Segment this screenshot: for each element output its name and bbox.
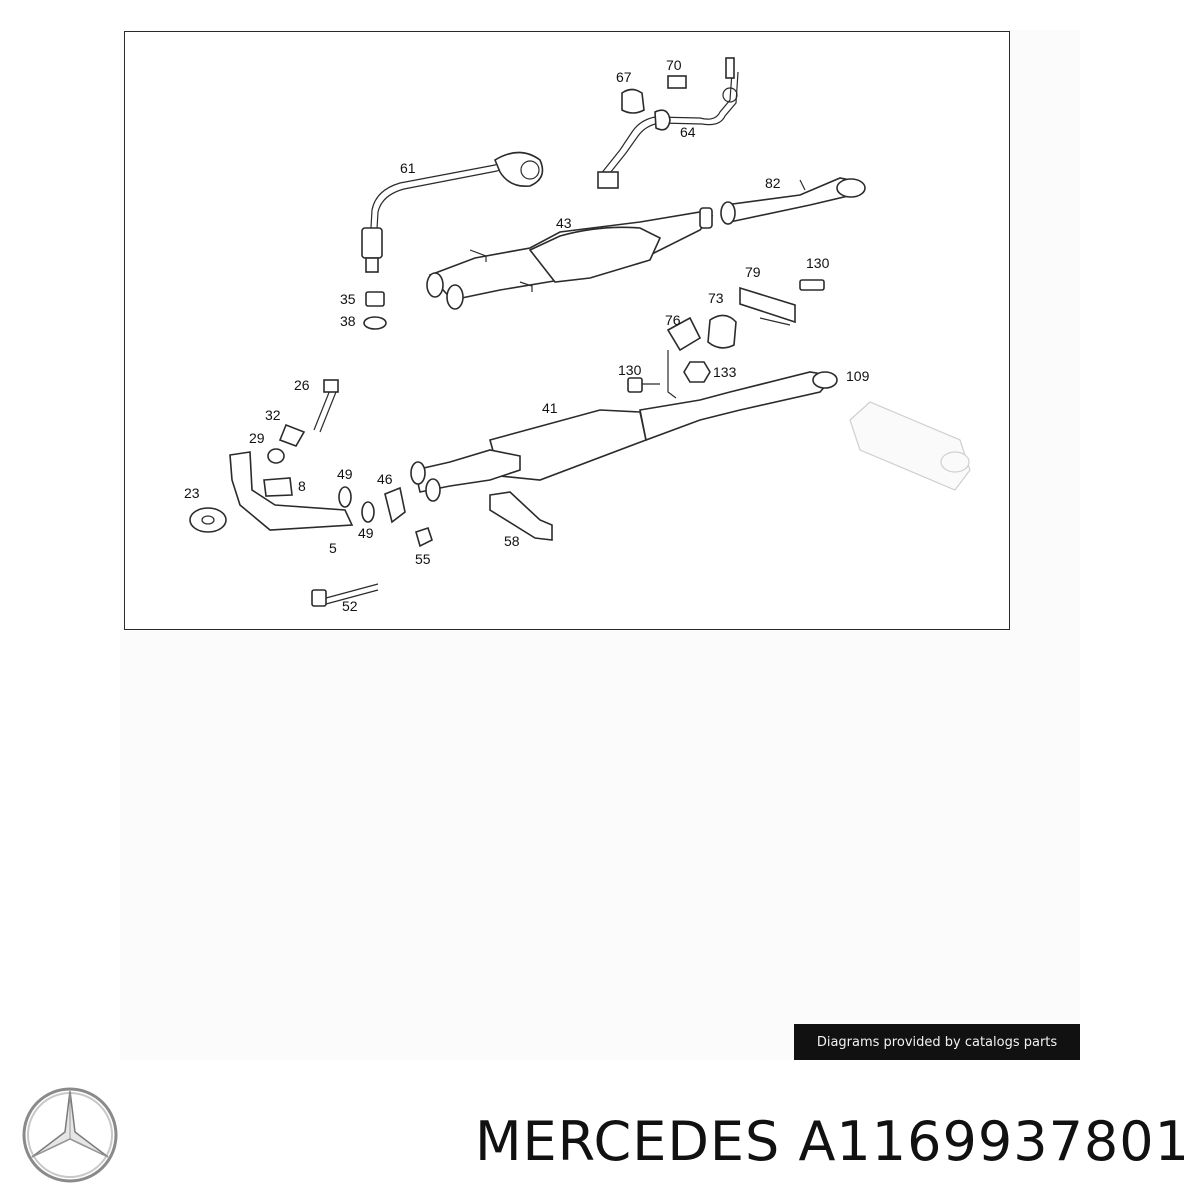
- part-49-46-gaskets: [338, 486, 406, 524]
- part-26-32-29-bolt-spring: [267, 379, 339, 464]
- brand-name: MERCEDES: [474, 1110, 781, 1173]
- part-43-front-pipe: [426, 207, 714, 310]
- callout-49-top: 49: [337, 466, 353, 482]
- callout-61: 61: [400, 160, 416, 176]
- exhaust-system-diagram: 61 67 70 64 82 43 79 130 35 38 76 73 130…: [184, 57, 971, 614]
- part-number: A1169937801: [798, 1110, 1190, 1173]
- callout-49-bottom: 49: [358, 525, 374, 541]
- callout-26: 26: [294, 377, 310, 393]
- part-41-rear-pipe: [410, 371, 838, 502]
- callout-130-top: 130: [806, 255, 830, 271]
- callout-58: 58: [504, 533, 520, 549]
- part-61-oxygen-sensor: [361, 151, 544, 273]
- callout-29: 29: [249, 430, 265, 446]
- callout-46: 46: [377, 471, 393, 487]
- rear-muffler-ghost: [849, 401, 971, 491]
- part-79-bracket: [739, 279, 825, 326]
- mercedes-star-icon: [22, 1087, 118, 1183]
- callout-43: 43: [556, 215, 572, 231]
- part-82-connecting-pipe: [720, 177, 866, 225]
- part-58-heat-shield: [489, 491, 553, 541]
- callout-23: 23: [184, 485, 200, 501]
- callout-labels: 61 67 70 64 82 43 79 130 35 38 76 73 130…: [184, 57, 870, 614]
- callout-79: 79: [745, 264, 761, 280]
- callout-32: 32: [265, 407, 281, 423]
- part-64-sensor: [597, 57, 739, 189]
- callout-35: 35: [340, 291, 356, 307]
- callout-70: 70: [666, 57, 682, 73]
- part-35-38-plug-washer: [363, 291, 387, 330]
- callout-5: 5: [329, 540, 337, 556]
- part-5-manifold-pipe: [189, 451, 354, 533]
- part-55-52-nut-bolt: [311, 526, 433, 607]
- callout-8: 8: [298, 478, 306, 494]
- callout-55: 55: [415, 551, 431, 567]
- part-title: MERCEDES A1169937801: [380, 1110, 1190, 1173]
- callout-38: 38: [340, 313, 356, 329]
- callout-67: 67: [616, 69, 632, 85]
- callout-76: 76: [665, 312, 681, 328]
- callout-109: 109: [846, 368, 870, 384]
- callout-52: 52: [342, 598, 358, 614]
- callout-82: 82: [765, 175, 781, 191]
- part-76-hanger: [627, 314, 737, 399]
- callout-133: 133: [713, 364, 737, 380]
- callout-130-mid: 130: [618, 362, 642, 378]
- catalog-credit-banner: Diagrams provided by catalogs parts: [794, 1024, 1080, 1060]
- callout-73: 73: [708, 290, 724, 306]
- callout-64: 64: [680, 124, 696, 140]
- callout-41: 41: [542, 400, 558, 416]
